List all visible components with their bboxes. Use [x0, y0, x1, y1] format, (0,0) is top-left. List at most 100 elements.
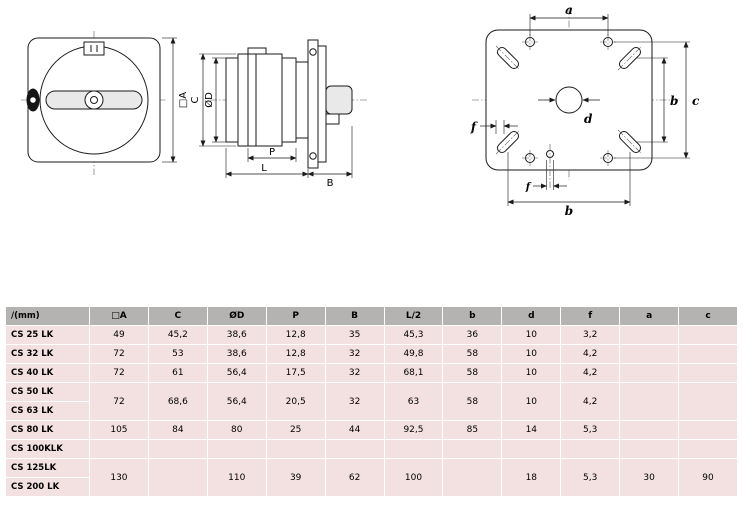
table-cell: 10: [501, 344, 562, 364]
table-cell: [619, 382, 680, 421]
table-row: CS 200 LK: [5, 477, 738, 497]
table-cell: 12,8: [265, 344, 326, 364]
table-cell: 49,8: [383, 344, 444, 364]
table-cell: 105: [89, 420, 149, 440]
mounting-slot: [495, 45, 521, 71]
dim-label-c: c: [692, 94, 700, 108]
flange-screw: [309, 152, 317, 160]
table-cell: 4,2: [560, 363, 621, 383]
row-label: CS 25 LK: [5, 325, 90, 345]
column-header: L/2: [383, 306, 444, 326]
table-cell: 38,6: [206, 325, 267, 345]
table-cell: [147, 458, 208, 497]
table-cell: 80: [206, 420, 267, 440]
unit-header-cell: /(mm): [5, 306, 90, 326]
shaft-hole: [555, 86, 583, 114]
table-cell: [619, 363, 680, 383]
table-cell: 92,5: [383, 420, 444, 440]
table-cell: 32: [324, 344, 385, 364]
body-rear-cap: [225, 57, 239, 143]
table-cell: [678, 420, 738, 440]
table-cell: 38,6: [206, 344, 267, 364]
row-label: CS 50 LK: [5, 382, 90, 402]
table-cell: 12,8: [265, 325, 326, 345]
front-view-drawing: □A: [21, 31, 188, 175]
table-cell: [89, 439, 149, 459]
column-header: P: [265, 306, 326, 326]
side-view-drawing: C ØD P L B: [190, 39, 368, 189]
table-cell: 4,2: [560, 344, 621, 364]
table-cell: 32: [324, 382, 385, 421]
body-neck: [295, 61, 309, 139]
fixing-hole: [522, 150, 538, 166]
row-label: CS 200 LK: [5, 477, 90, 497]
table-cell: 45,2: [147, 325, 208, 345]
table-cell: 53: [147, 344, 208, 364]
handle-knob: [325, 85, 353, 115]
column-header: f: [560, 306, 621, 326]
table-cell: 10: [501, 325, 562, 345]
table-cell: 25: [265, 420, 326, 440]
table-cell: 58: [442, 382, 503, 421]
table-cell: 56,4: [206, 363, 267, 383]
table-cell: 56,4: [206, 382, 267, 421]
dim-label-p: P: [269, 147, 275, 158]
table-cell: 84: [147, 420, 208, 440]
mounting-slot: [495, 129, 521, 155]
table-cell: 36: [442, 325, 503, 345]
terminal-tab: [247, 47, 267, 55]
table-cell: 72: [89, 382, 149, 421]
dim-label-l: L: [261, 163, 267, 174]
table-cell: 130: [89, 458, 149, 497]
fixing-hole: [600, 34, 616, 50]
fixing-hole: [600, 150, 616, 166]
flange-screw: [309, 48, 317, 56]
dim-label-b: B: [327, 178, 334, 189]
dim-label-f-left: f: [470, 120, 478, 134]
table-cell: 45,3: [383, 325, 444, 345]
table-cell: 35: [324, 325, 385, 345]
table-cell: 44: [324, 420, 385, 440]
body-drum: [237, 53, 283, 147]
dim-label-square-a: □A: [178, 92, 188, 108]
column-header: ØD: [206, 306, 267, 326]
table-cell: [678, 382, 738, 421]
table-cell: [383, 439, 444, 459]
dim-label-d: d: [584, 112, 593, 126]
table-row: CS 100KLK: [5, 439, 738, 459]
table-cell: 68,1: [383, 363, 444, 383]
row-label: CS 63 LK: [5, 401, 90, 421]
table-cell: 72: [89, 344, 149, 364]
table-cell: 61: [147, 363, 208, 383]
column-header: b: [442, 306, 503, 326]
column-header: d: [501, 306, 562, 326]
table-cell: [442, 458, 503, 497]
table-cell: 85: [442, 420, 503, 440]
dim-label-c: C: [190, 96, 201, 103]
table-cell: 62: [324, 458, 385, 497]
table-cell: 63: [383, 382, 444, 421]
table-cell: [619, 325, 680, 345]
position-indicator-window: [83, 41, 105, 56]
table-cell: 4,2: [560, 382, 621, 421]
mounting-slot: [617, 45, 643, 71]
table-cell: 32: [324, 363, 385, 383]
dim-label-od: ØD: [203, 92, 215, 108]
table-cell: 20,5: [265, 382, 326, 421]
table-cell: [324, 439, 385, 459]
fixing-hole: [522, 34, 538, 50]
row-label: CS 125LK: [5, 458, 90, 478]
table-cell: 10: [501, 382, 562, 421]
table-cell: 5,3: [560, 458, 621, 497]
table-cell: 17,5: [265, 363, 326, 383]
table-cell: 10: [501, 363, 562, 383]
table-cell: 39: [265, 458, 326, 497]
